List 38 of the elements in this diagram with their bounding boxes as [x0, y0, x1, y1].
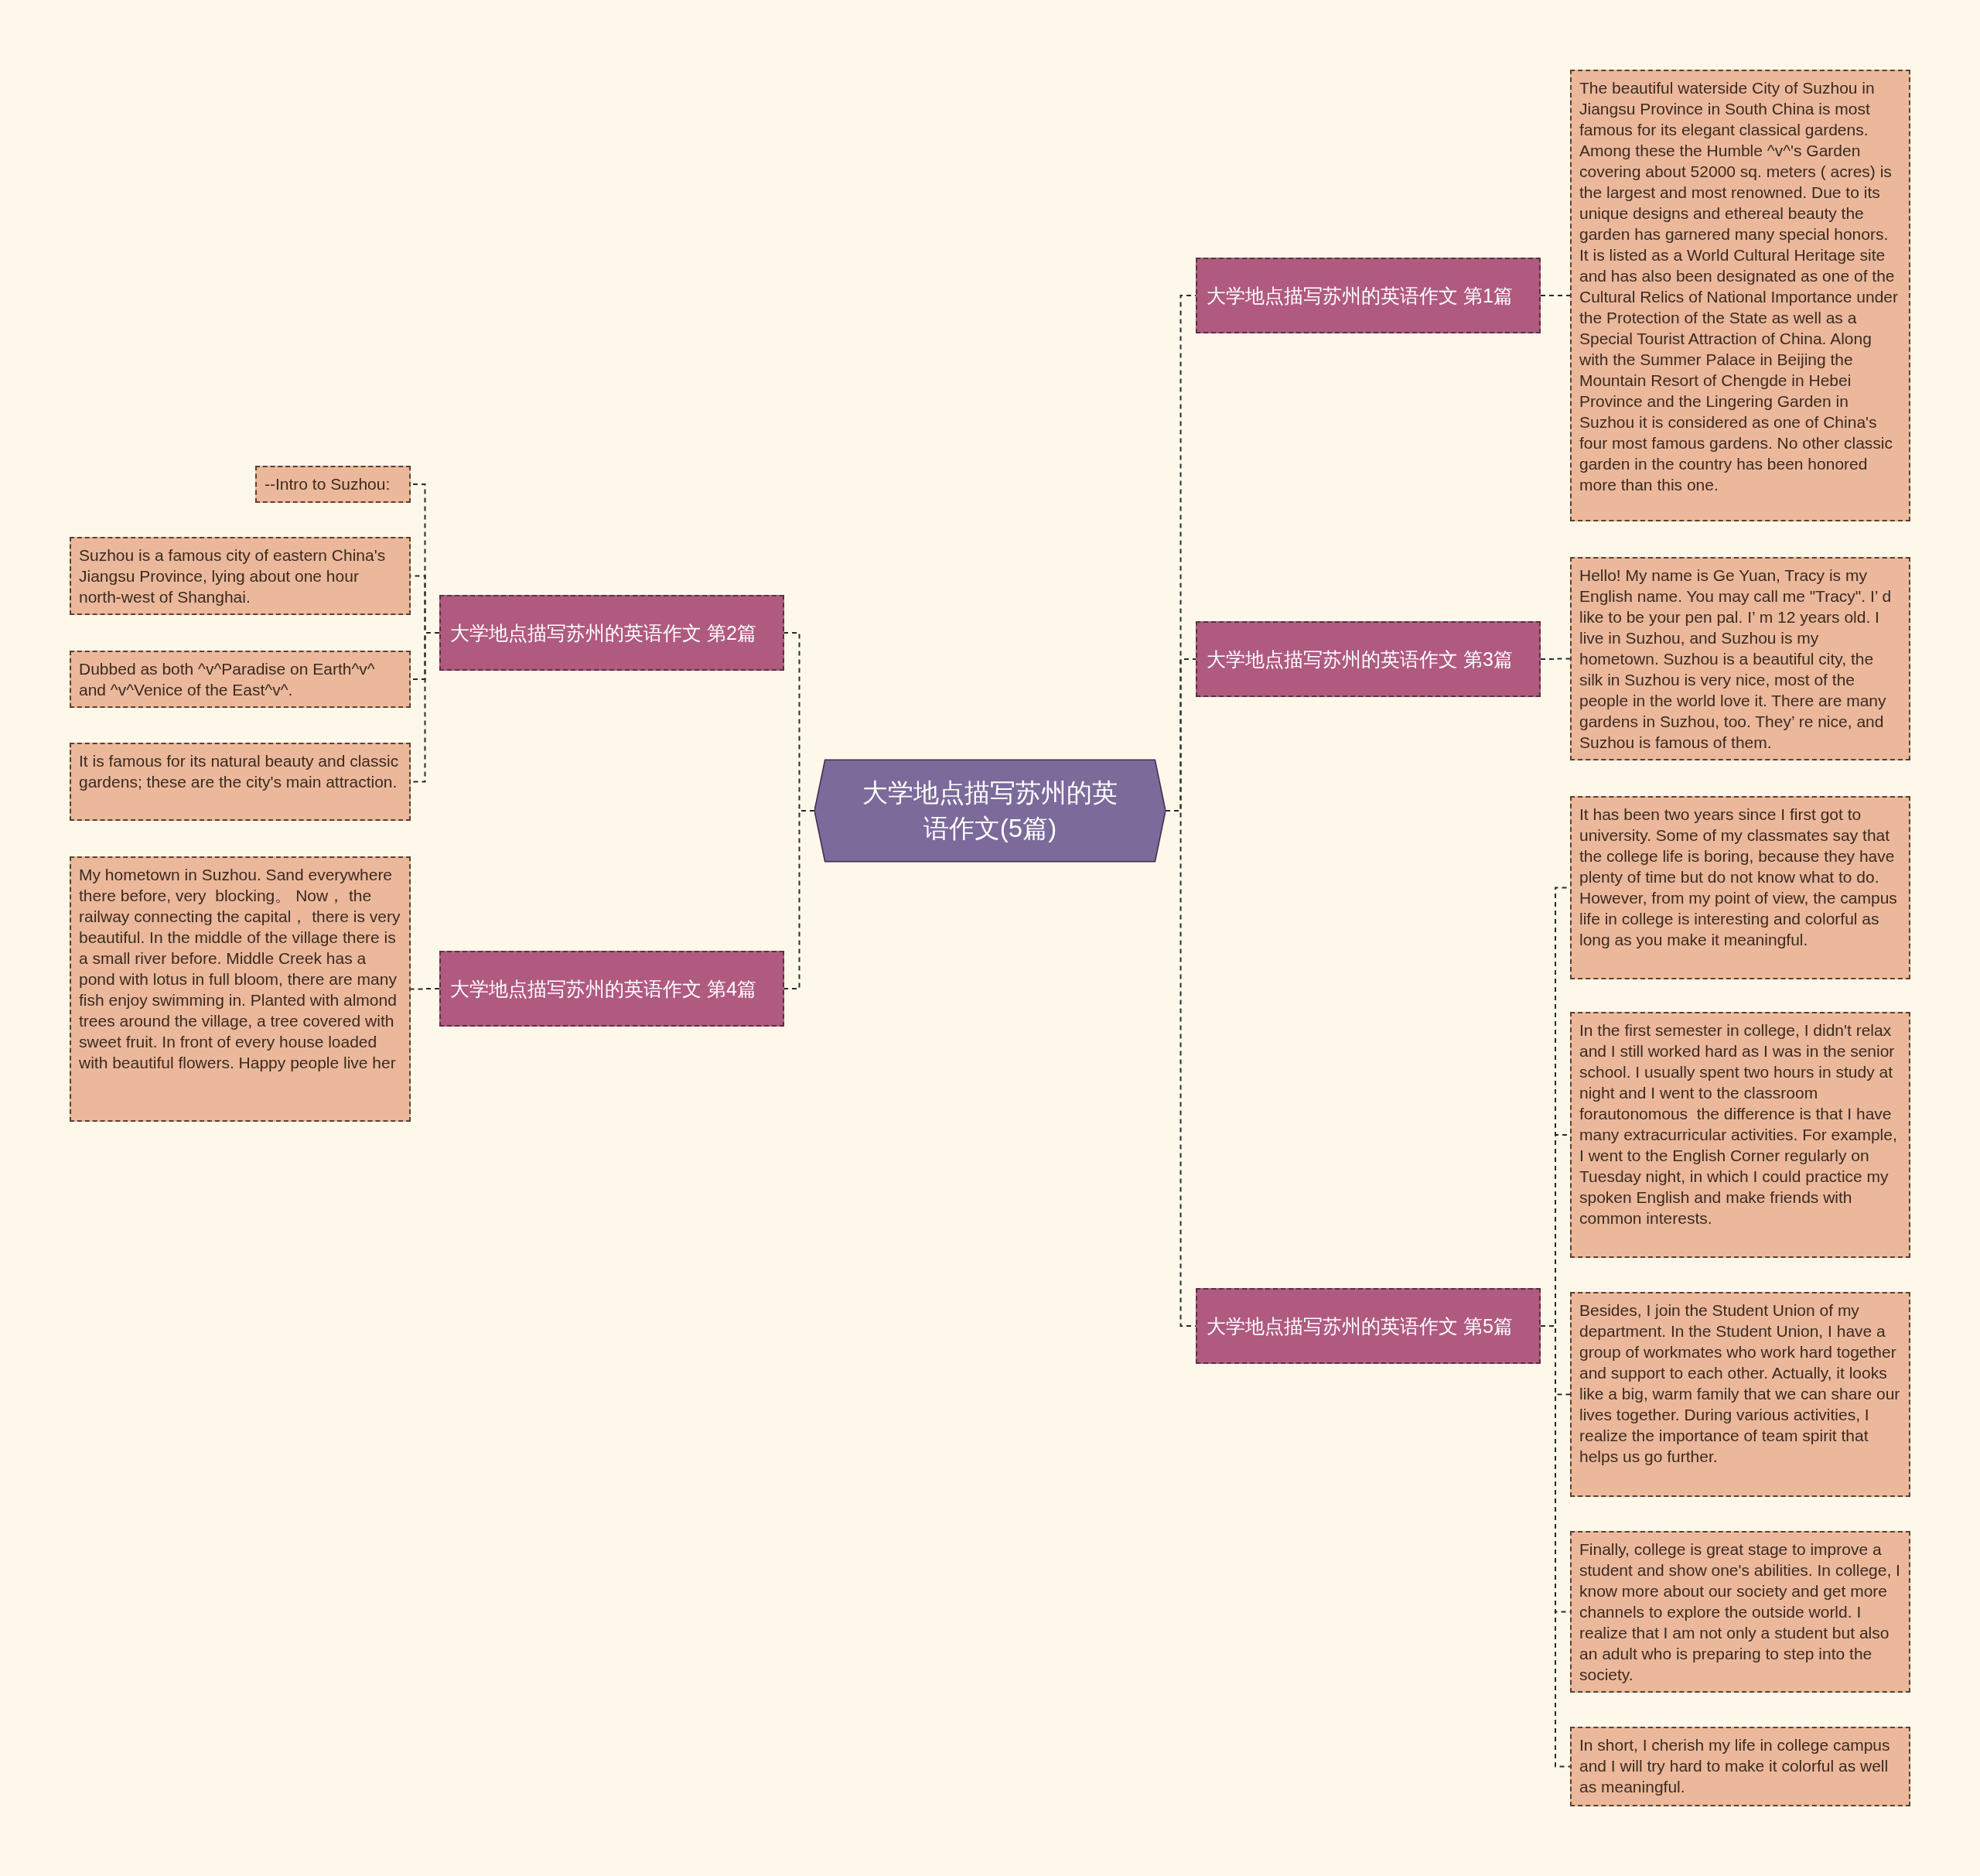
leaf-paragraph: It is famous for its natural beauty and classic gardens; these are the city's main attraction.: [79, 751, 400, 792]
leaf-paragraph: Besides, I join the Student Union of my department. In the Student Union, I have a group of workmates who work hard together and support to each other. Actually, it looks like a big, warm family that we can share our lives together. During various activities, I realize the importance of team spirit that helps us go further.: [1579, 1300, 1901, 1467]
leaf-text-box: [1570, 557, 1910, 760]
leaf-paragraph: Dubbed as both ^v^Paradise on Earth^v^ and ^v^Venice of the East^v^.: [79, 659, 376, 700]
branch-topic-text: 大学地点描写苏州的英语作文 第2篇: [450, 621, 756, 645]
root-topic-hexagon: [814, 759, 1166, 863]
leaf-paragraph: It has been two years since I first got to university. Some of my classmates say that the college life is boring, because they have plenty of time but do not know what to do. However, from my point of view, the campus life in college is interesting and colorful as long as you make it meaningful.: [1579, 805, 1898, 950]
connector-line: [783, 810, 815, 989]
leaf-paragraph: Hello! My name is Ge Yuan, Tracy is my English name. You may call me "Tracy". I’ d like to be your pen pal. I’ m 12 years old. I live in Suzhou, and Suzhou is my hometown. Suzhou is a beautiful city, the silk in Suzhou is very nice, most of the people in the world love it. There are many gardens in Suzhou, too. They’ re nice, and Suzhou is famous of them.: [1579, 566, 1893, 753]
leaf-text-box: [1570, 1727, 1910, 1806]
leaf-paragraph: Finally, college is great stage to improve a student and show one's abilities. In college, I know more about our society and get more channels to explore the outside world. I realize that I am not only a student but also an adult who is preparing to step into the society.: [1579, 1539, 1901, 1685]
leaf-paragraph: My hometown in Suzhou. Sand everywhere there before, very blocking。 Now， the railway connecting the capital， there is very beautiful. In the middle of the village there is a small river before. Middle Creek has a pond with lotus in full bloom, there are many fish enjoy swimming in. Planted with almond trees around the village, a tree covered with sweet fruit. In front of every house loaded with beautiful flowers. Happy people live her: [79, 865, 401, 1073]
leaf-text-box: [255, 466, 411, 503]
leaf-text-box: [70, 856, 411, 1122]
leaf-paragraph: Suzhou is a famous city of eastern China's Jiangsu Province, lying about one hour north-west of Shanghai.: [79, 545, 387, 607]
leaf-text-box: [70, 537, 411, 615]
root-topic-text: 大学地点描写苏州的英语作文(5篇): [862, 777, 1118, 844]
leaf-text-box: [1570, 796, 1910, 979]
leaf-paragraph: In the first semester in college, I didn't relax and I still worked hard as I was in the senior school. I usually spent two hours in study at night and I went to the classroom forautonomous the difference is that I have many extracurricular activities. For example, I went to the English Corner regularly on Tuesday night, in which I could practice my spoken English and make friends with common interests.: [1579, 1020, 1898, 1228]
leaf-paragraph: The beautiful waterside City of Suzhou in Jiangsu Province in South China is most famous for its elegant classical gardens. Among these the Humble ^v^'s Garden covering about 52000 sq. meters ( acres) is the largest and most renowned. Due to its unique designs and ethereal beauty the garden has garnered many special honors. It is listed as a World Cultural Heritage site and has also been designated as one of the Cultural Relics of National Importance under the Protection of the State as well as a Special Tourist Attraction of China. Along with the Summer Palace in Beijing the Mountain Resort of Chengde in Hebei Province and the Lingering Garden in Suzhou it is considered as one of China's four most famous gardens. No other classic garden in the country has been honored more than this one.: [1579, 78, 1900, 495]
branch-topic-text: 大学地点描写苏州的英语作文 第3篇: [1207, 648, 1513, 671]
branch-topic-text: 大学地点描写苏州的英语作文 第1篇: [1207, 284, 1513, 308]
branch-topic-text: 大学地点描写苏州的英语作文 第4篇: [450, 977, 756, 1001]
leaf-text-box: [70, 743, 411, 821]
leaf-text-box: [1570, 1292, 1910, 1497]
branch-topic-box: [439, 595, 784, 671]
branch-topic-box: [439, 951, 784, 1027]
branch-topic-box: [1196, 1288, 1541, 1364]
connector-line: [410, 988, 440, 990]
leaf-text-box: [70, 651, 411, 708]
branch-topic-box: [1196, 258, 1541, 333]
leaf-paragraph: In short, I cherish my life in college campus and I will try hard to make it colorful as well as meaningful.: [1579, 1735, 1891, 1797]
branch-topic-text: 大学地点描写苏州的英语作文 第5篇: [1207, 1314, 1513, 1338]
branch-topic-box: [1196, 621, 1541, 697]
leaf-text-box: [1570, 1012, 1910, 1258]
leaf-paragraph: --Intro to Suzhou:: [265, 474, 391, 494]
connector-line: [1540, 295, 1571, 296]
connector-line: [1540, 658, 1571, 660]
